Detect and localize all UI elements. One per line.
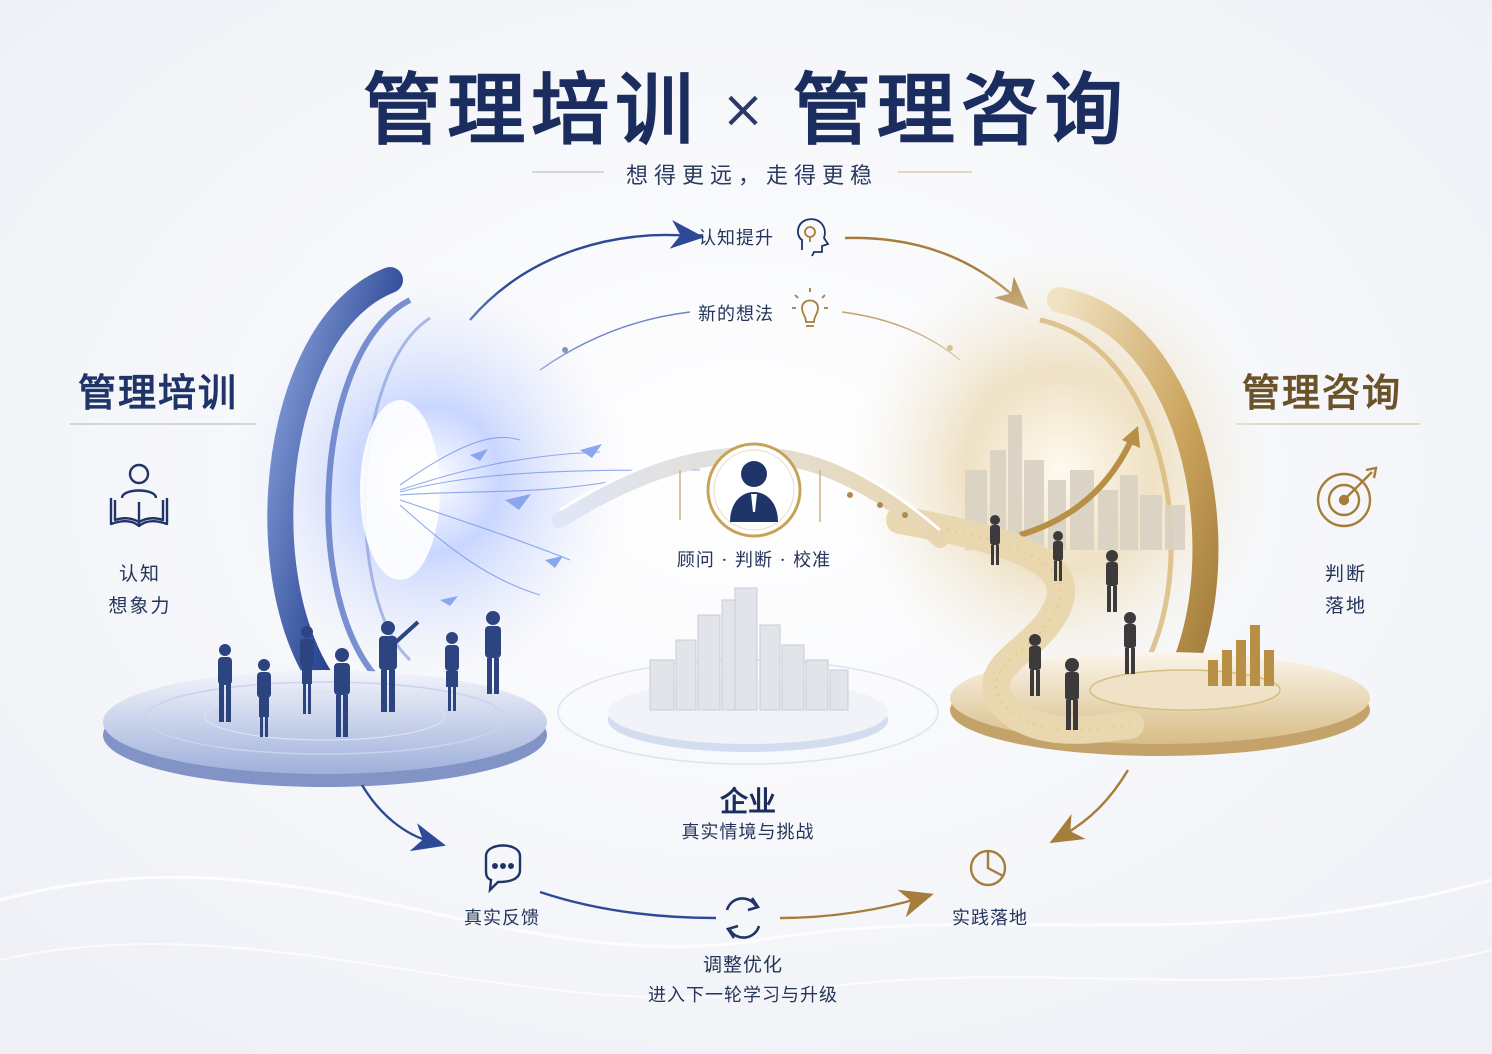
page-subtitle: 想得更远，走得更稳 (625, 164, 879, 189)
practice-label: 实践落地 (952, 908, 1028, 929)
open-book-reader-icon (109, 463, 169, 528)
right-panel-line-2: 落地 (1324, 595, 1368, 617)
enterprise-title: 企业 (719, 785, 777, 818)
lightbulb-icon (792, 288, 828, 327)
right-panel-title: 管理咨询 (1242, 370, 1403, 415)
new-ideas-label: 新的想法 (698, 304, 774, 325)
cognition-boost-label: 认知提升 (698, 228, 774, 249)
left-panel-line-2: 想象力 (108, 595, 172, 617)
head-lightbulb-icon (797, 218, 830, 257)
page-title: 管理培训 × 管理咨询 (363, 48, 1129, 160)
title-left: 管理培训 (363, 65, 700, 156)
title-right: 管理咨询 (792, 65, 1129, 156)
feedback-label: 真实反馈 (464, 908, 540, 929)
left-panel-line-1: 认知 (118, 563, 162, 585)
left-panel-title: 管理培训 (78, 370, 239, 415)
optimize-subtitle: 进入下一轮学习与升级 (648, 985, 838, 1006)
refresh-cycle-icon (725, 897, 761, 939)
advisor-caption: 顾问 · 判断 · 校准 (676, 550, 832, 571)
enterprise-subtitle: 真实情境与挑战 (681, 822, 815, 843)
optimize-label: 调整优化 (702, 954, 784, 976)
pie-chart-icon (969, 849, 1007, 887)
title-separator: × (721, 80, 771, 140)
businessman-avatar-icon (730, 461, 778, 522)
chat-bubble-icon (484, 844, 522, 894)
target-arrow-icon (1316, 466, 1378, 528)
right-panel-line-1: 判断 (1324, 563, 1368, 585)
